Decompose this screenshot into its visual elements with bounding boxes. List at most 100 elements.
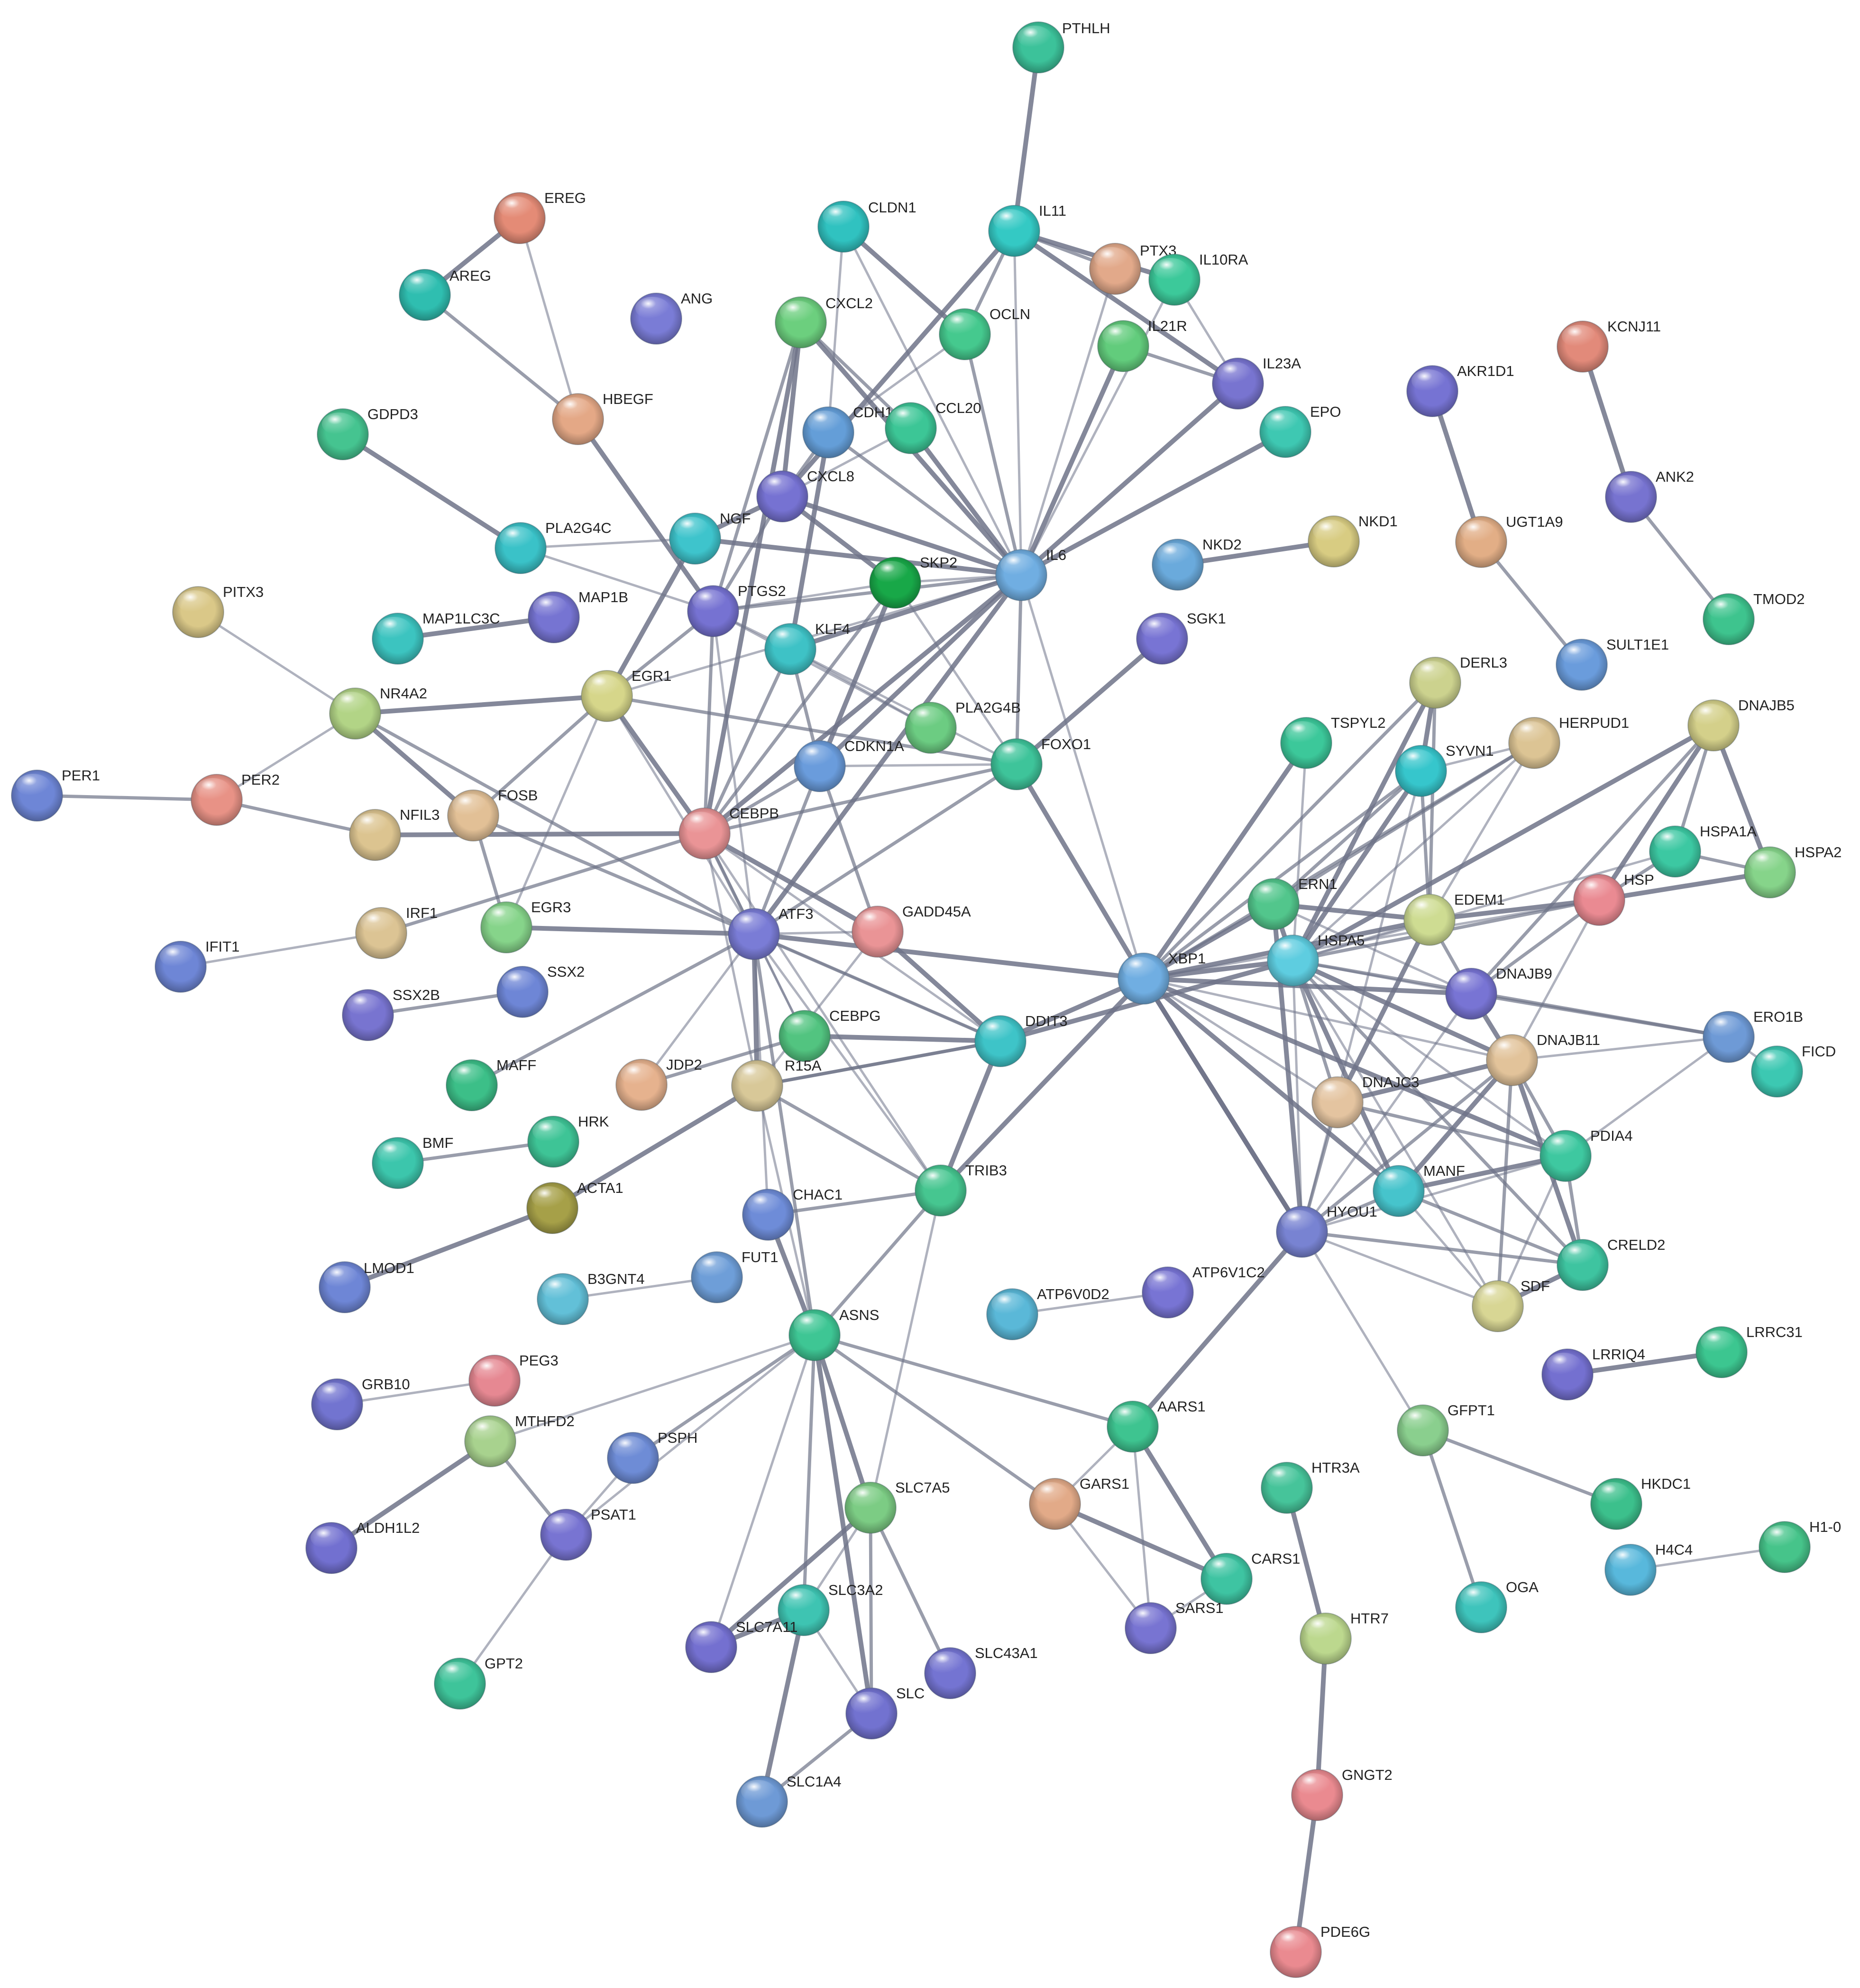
node-grb10[interactable]: GRB10 <box>311 1376 410 1430</box>
node-htr3a[interactable]: HTR3A <box>1261 1459 1360 1514</box>
node-b3gnt4[interactable]: B3GNT4 <box>537 1271 645 1325</box>
node-fut1[interactable]: FUT1 <box>691 1249 779 1303</box>
node-tspyl2[interactable]: TSPYL2 <box>1280 715 1385 769</box>
node-tmod2[interactable]: TMOD2 <box>1703 591 1805 645</box>
node-klf4[interactable]: KLF4 <box>764 621 850 675</box>
node-psat1[interactable]: PSAT1 <box>540 1506 636 1561</box>
node-bmf[interactable]: BMF <box>372 1135 453 1189</box>
node-aars1[interactable]: AARS1 <box>1107 1398 1206 1453</box>
node-hyou1[interactable]: HYOU1 <box>1276 1203 1377 1258</box>
node-jdp2[interactable]: JDP2 <box>615 1056 702 1111</box>
node-ereg[interactable]: EREG <box>494 190 586 244</box>
node-xbp1[interactable]: XBP1 <box>1118 950 1206 1005</box>
node-pdia4[interactable]: PDIA4 <box>1539 1127 1633 1182</box>
node-chac1[interactable]: CHAC1 <box>742 1186 843 1241</box>
node-map1lc3c[interactable]: MAP1LC3C <box>372 610 500 665</box>
node-hspa1a[interactable]: HSPA1A <box>1649 823 1757 878</box>
node-pitx3[interactable]: PITX3 <box>172 584 264 638</box>
node-ngf[interactable]: NGF <box>669 510 751 565</box>
node-atp6v1c2[interactable]: ATP6V1C2 <box>1142 1264 1265 1319</box>
node-cebpg[interactable]: CEBPG <box>779 1008 881 1062</box>
node-trib3[interactable]: TRIB3 <box>915 1162 1007 1217</box>
node-pla2g4b[interactable]: PLA2G4B <box>905 699 1021 754</box>
node-atf3[interactable]: ATF3 <box>728 906 814 960</box>
node-asns[interactable]: ASNS <box>788 1307 879 1361</box>
node-gadd45a[interactable]: GADD45A <box>852 903 971 958</box>
node-slc7a11[interactable]: SLC7A11 <box>685 1619 797 1673</box>
node-egr1[interactable]: EGR1 <box>581 668 671 722</box>
node-hbegf[interactable]: HBEGF <box>552 391 653 445</box>
node-cldn1[interactable]: CLDN1 <box>817 199 916 253</box>
node-gars1[interactable]: GARS1 <box>1029 1475 1129 1530</box>
node-dnajb11[interactable]: DNAJB11 <box>1486 1032 1600 1086</box>
node-slc1a5[interactable]: SLC <box>845 1685 925 1740</box>
node-areg[interactable]: AREG <box>399 267 491 321</box>
node-lrrc31[interactable]: LRRC31 <box>1695 1324 1803 1378</box>
node-hspa1b[interactable]: HSP <box>1573 871 1654 926</box>
node-skp2[interactable]: SKP2 <box>869 554 957 609</box>
node-nkd2[interactable]: NKD2 <box>1152 536 1242 591</box>
node-gpt2[interactable]: GPT2 <box>434 1655 523 1710</box>
node-dnajc3[interactable]: DNAJC3 <box>1311 1074 1420 1128</box>
node-lrriq4[interactable]: LRRIQ4 <box>1541 1346 1645 1401</box>
node-cars1[interactable]: CARS1 <box>1200 1550 1300 1605</box>
node-hkdc1[interactable]: HKDC1 <box>1590 1475 1691 1530</box>
node-atp6v0d2[interactable]: ATP6V0D2 <box>986 1286 1109 1340</box>
node-cebpb[interactable]: CEBPB <box>678 805 779 860</box>
node-slc3a2[interactable]: SLC3A2 <box>778 1582 883 1636</box>
node-ddit3[interactable]: DDIT3 <box>974 1013 1068 1067</box>
node-syvn1[interactable]: SYVN1 <box>1395 742 1494 797</box>
node-htr7[interactable]: HTR7 <box>1300 1610 1389 1665</box>
node-per1[interactable]: PER1 <box>11 767 100 822</box>
node-il11[interactable]: IL11 <box>988 202 1066 257</box>
node-ugt1a9[interactable]: UGT1A9 <box>1455 513 1563 568</box>
node-cdh1[interactable]: CDH1 <box>802 404 893 458</box>
node-nkd1[interactable]: NKD1 <box>1308 513 1398 568</box>
node-il23a[interactable]: IL23A <box>1212 355 1301 410</box>
node-ank2[interactable]: ANK2 <box>1605 468 1694 523</box>
node-il6[interactable]: IL6 <box>995 547 1066 601</box>
node-peg3[interactable]: PEG3 <box>468 1352 559 1407</box>
node-pla2g4c[interactable]: PLA2G4C <box>495 520 612 574</box>
node-cxcl8[interactable]: CXCL8 <box>756 468 854 522</box>
node-slc43a1[interactable]: SLC43A1 <box>924 1645 1038 1699</box>
node-ssx2b[interactable]: SSX2B <box>342 987 440 1041</box>
node-manf[interactable]: MANF <box>1373 1163 1465 1217</box>
node-oga[interactable]: OGA <box>1455 1579 1539 1633</box>
node-kcnj11[interactable]: KCNJ11 <box>1557 318 1661 373</box>
node-derl3[interactable]: DERL3 <box>1409 654 1507 709</box>
node-ppp1r15a[interactable]: R15A <box>731 1057 822 1112</box>
node-sars1[interactable]: SARS1 <box>1125 1600 1224 1654</box>
node-gdpd3[interactable]: GDPD3 <box>317 406 418 460</box>
node-dnajb5[interactable]: DNAJB5 <box>1687 697 1795 751</box>
node-aldh1l2[interactable]: ALDH1L2 <box>305 1520 420 1574</box>
node-il21r[interactable]: IL21R <box>1097 318 1187 372</box>
node-ocln[interactable]: OCLN <box>939 306 1030 360</box>
node-egr3[interactable]: EGR3 <box>480 899 571 953</box>
node-hspa5[interactable]: HSPA5 <box>1267 932 1365 987</box>
node-ptgs2[interactable]: PTGS2 <box>687 583 786 637</box>
node-pde6g[interactable]: PDE6G <box>1270 1924 1370 1978</box>
node-h4c4[interactable]: H4C4 <box>1604 1541 1693 1596</box>
node-ficd[interactable]: FICD <box>1751 1043 1836 1098</box>
node-foxo1[interactable]: FOXO1 <box>990 736 1091 790</box>
node-maff[interactable]: MAFF <box>446 1057 536 1111</box>
node-mthfd2[interactable]: MTHFD2 <box>464 1413 575 1467</box>
node-hspa2[interactable]: HSPA2 <box>1744 844 1842 898</box>
node-ssx2[interactable]: SSX2 <box>496 963 585 1018</box>
node-map1b[interactable]: MAP1B <box>528 589 628 643</box>
node-akr1d1[interactable]: AKR1D1 <box>1406 363 1514 417</box>
node-hrk[interactable]: HRK <box>527 1113 609 1168</box>
node-sgk1[interactable]: SGK1 <box>1136 610 1226 665</box>
node-irf1[interactable]: IRF1 <box>355 905 438 959</box>
node-ccl20[interactable]: CCL20 <box>885 400 981 454</box>
node-sdf2l1[interactable]: SDF <box>1472 1278 1550 1332</box>
node-slc1a4[interactable]: SLC1A4 <box>736 1773 841 1828</box>
node-psph[interactable]: PSPH <box>607 1429 697 1484</box>
node-creld2[interactable]: CRELD2 <box>1557 1237 1665 1291</box>
node-per2[interactable]: PER2 <box>191 771 280 826</box>
node-nr4a2[interactable]: NR4A2 <box>329 685 427 740</box>
node-herpud1[interactable]: HERPUD1 <box>1508 715 1629 769</box>
node-lmod1[interactable]: LMOD1 <box>319 1260 414 1313</box>
node-ifit1[interactable]: IFIT1 <box>155 938 239 993</box>
